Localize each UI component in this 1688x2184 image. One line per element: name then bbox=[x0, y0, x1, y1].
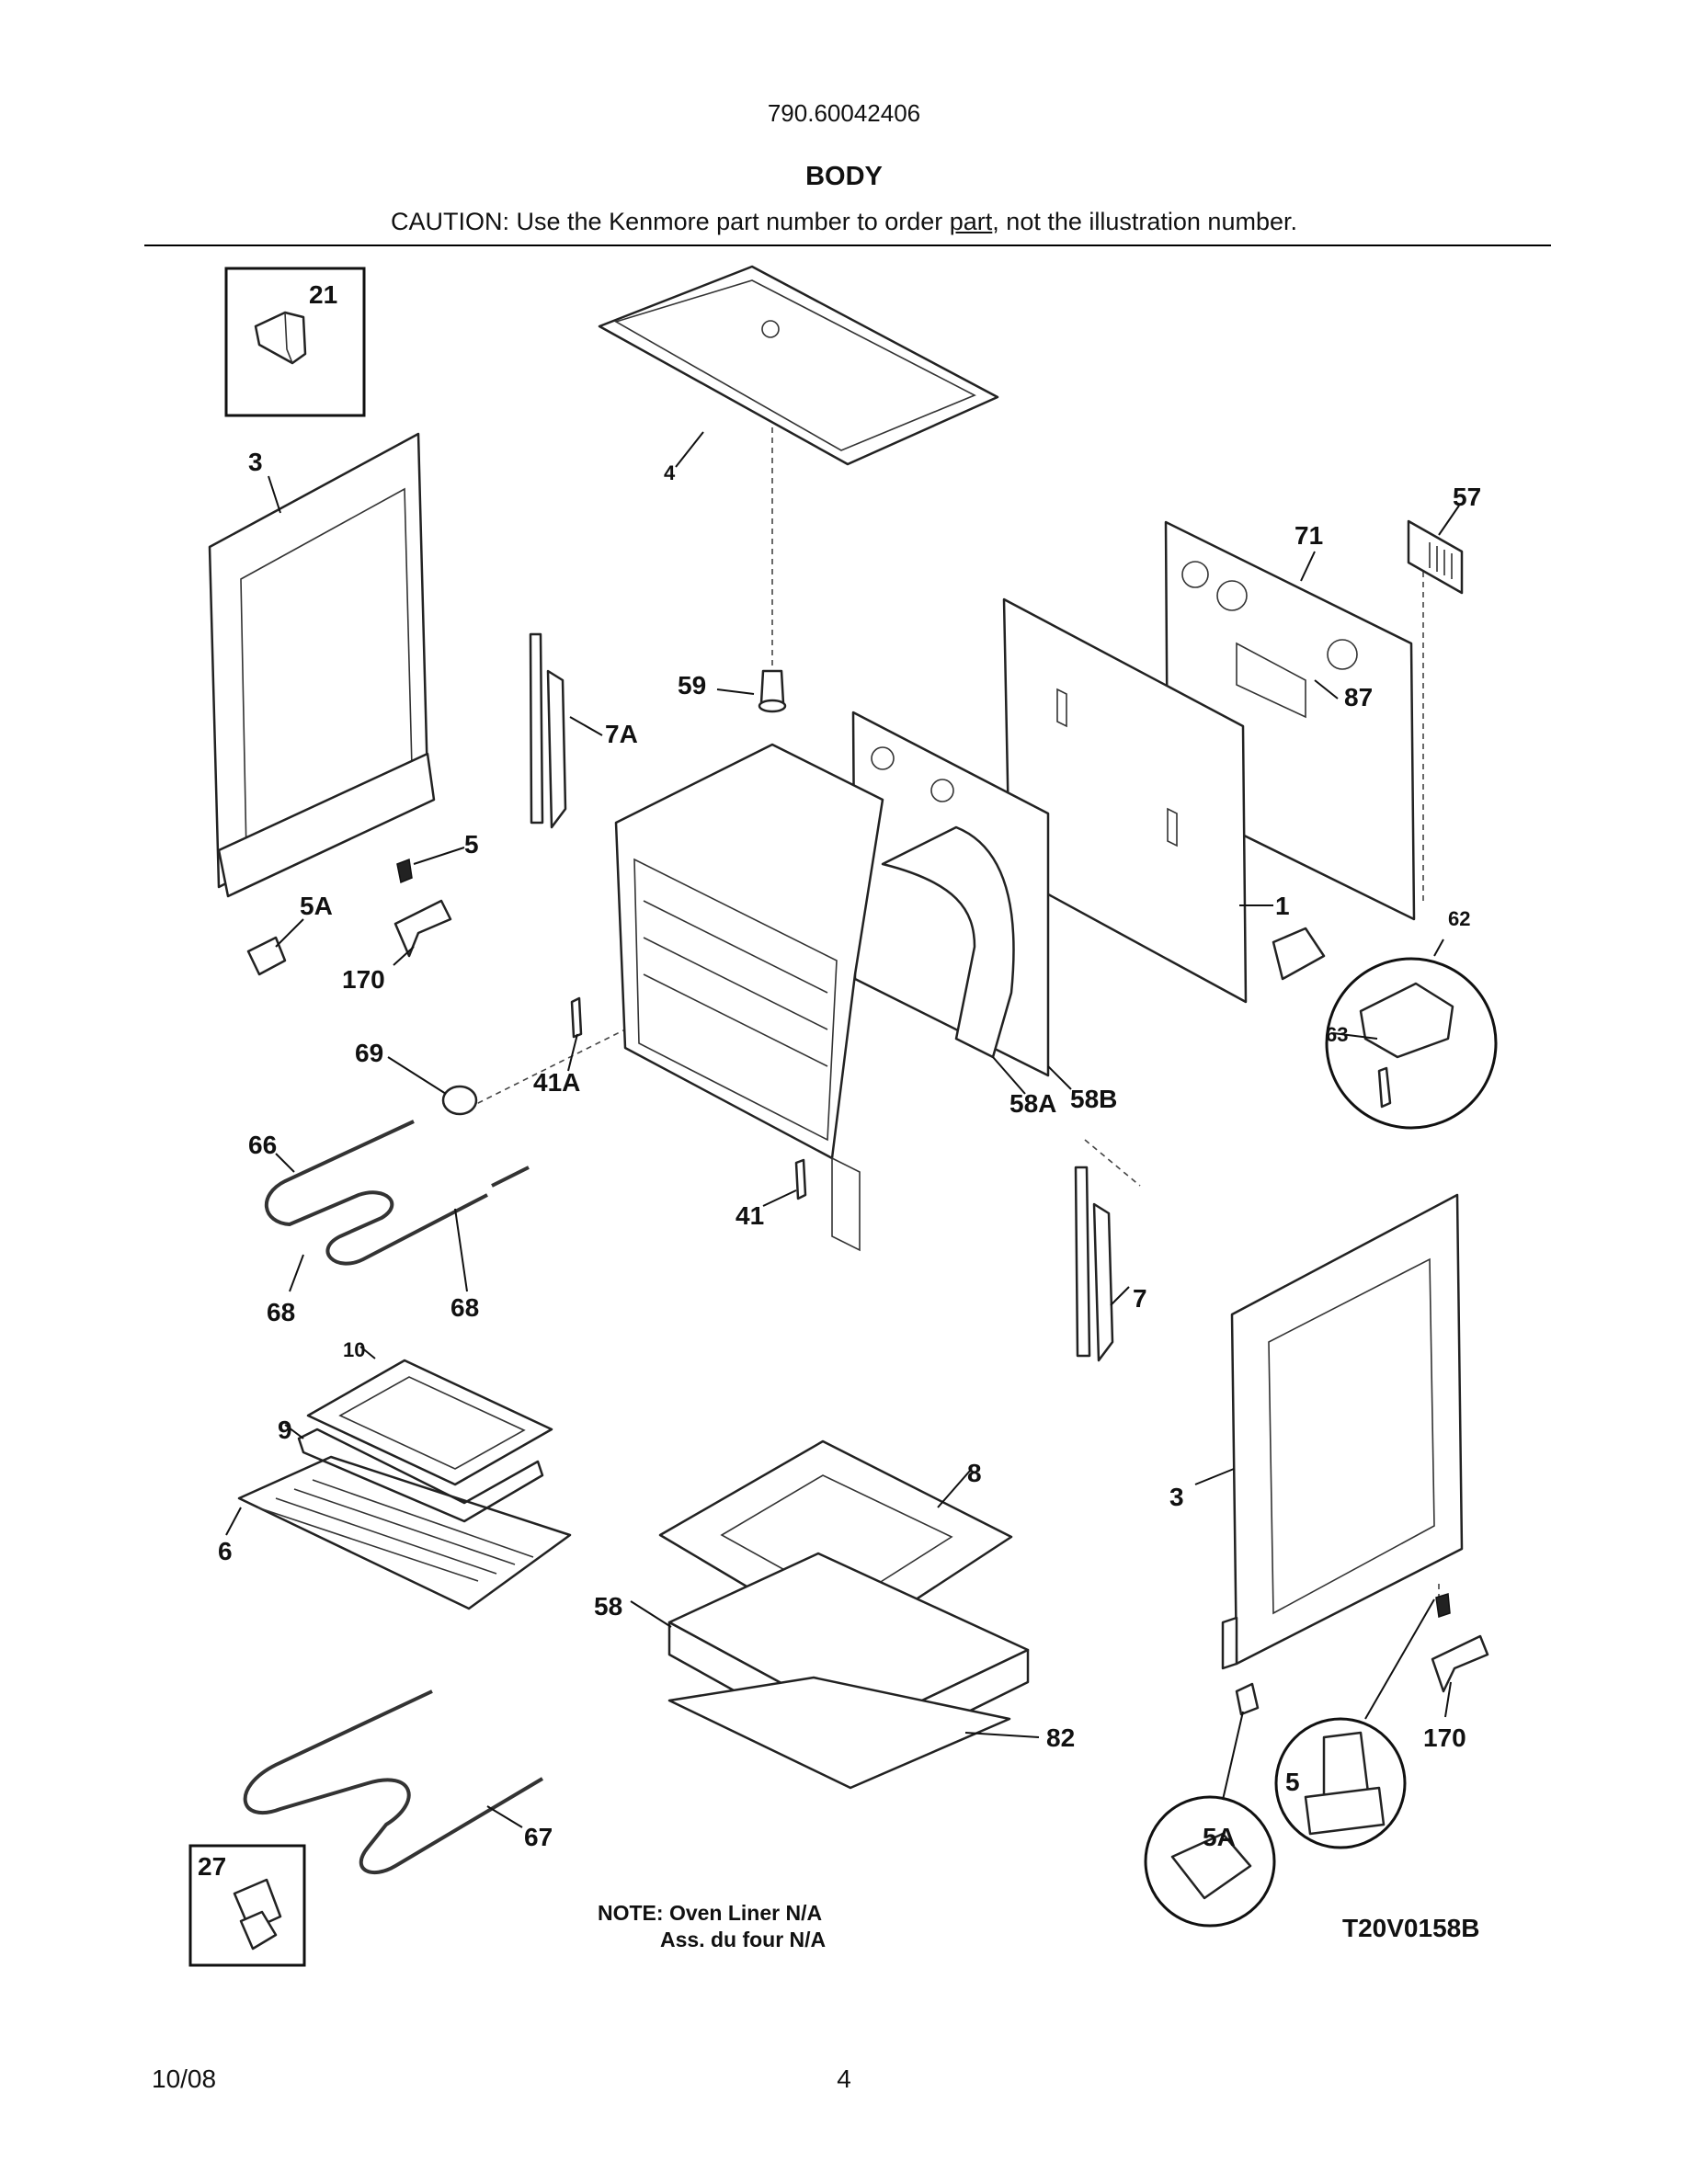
callout-8: 8 bbox=[967, 1459, 982, 1487]
callout-69: 69 bbox=[355, 1039, 383, 1067]
callout-1: 1 bbox=[1275, 892, 1290, 920]
callout-7: 7 bbox=[1133, 1284, 1147, 1313]
part-57-vent bbox=[1407, 519, 1464, 595]
callout-labels: 21 3 4 57 71 87 59 7A 5 5A 170 1 62 63 6… bbox=[198, 280, 1481, 1881]
callout-41a: 41A bbox=[533, 1068, 580, 1097]
part-82-bottom-shield bbox=[667, 1676, 1011, 1790]
callout-58a: 58A bbox=[1009, 1089, 1056, 1118]
callout-82: 82 bbox=[1046, 1723, 1075, 1752]
callout-58b: 58B bbox=[1070, 1085, 1117, 1113]
callout-3-left: 3 bbox=[248, 448, 263, 476]
callout-58: 58 bbox=[594, 1592, 622, 1621]
caution-text-start: CAUTION: Use the Kenmore part number to … bbox=[391, 208, 950, 235]
part-67-bake-element bbox=[243, 1689, 544, 1875]
part-9-broil-pan bbox=[297, 1428, 544, 1523]
note-oven-liner-french: Ass. du four N/A bbox=[660, 1928, 827, 1951]
callout-87: 87 bbox=[1344, 683, 1373, 711]
section-title: BODY bbox=[805, 162, 883, 191]
note-oven-liner: NOTE: Oven Liner N/A bbox=[598, 1901, 823, 1925]
part-7-hinge bbox=[1074, 1166, 1114, 1362]
callout-41: 41 bbox=[736, 1201, 764, 1230]
callout-5a-left: 5A bbox=[300, 892, 333, 920]
part-27-inset-box bbox=[188, 1844, 306, 1967]
part-59-plug bbox=[758, 669, 787, 713]
callout-71: 71 bbox=[1295, 521, 1323, 550]
part-41-clip bbox=[794, 1158, 807, 1200]
callout-170-left: 170 bbox=[342, 965, 385, 994]
header-rule bbox=[144, 245, 1551, 246]
callout-57: 57 bbox=[1453, 483, 1481, 511]
part-5-leveling-leg-left bbox=[396, 858, 413, 884]
callout-4: 4 bbox=[664, 461, 676, 484]
callout-67: 67 bbox=[524, 1823, 553, 1851]
part-7a-hinge bbox=[529, 632, 567, 829]
footer-date: 10/08 bbox=[152, 2065, 217, 2093]
part-62-terminal-block bbox=[1272, 927, 1326, 981]
part-69-lamp-lens bbox=[441, 1085, 478, 1116]
part-4-top-panel bbox=[598, 265, 999, 466]
callout-68-right: 68 bbox=[451, 1293, 479, 1322]
model-number: 790.60042406 bbox=[767, 99, 921, 127]
part-66-broil-element bbox=[265, 1120, 530, 1266]
callout-68-left: 68 bbox=[267, 1298, 295, 1326]
part-170-bracket-left bbox=[393, 899, 452, 958]
callout-21: 21 bbox=[309, 280, 337, 309]
callout-63: 63 bbox=[1326, 1023, 1348, 1046]
part-3-right-side-panel bbox=[1221, 1193, 1464, 1670]
part-21-inset-box bbox=[224, 267, 366, 417]
page-number: 4 bbox=[837, 2065, 851, 2093]
caution-text: CAUTION: Use the Kenmore part number to … bbox=[0, 208, 1688, 236]
part-3-left-side-panel bbox=[208, 432, 436, 898]
callout-62: 62 bbox=[1448, 907, 1470, 930]
callout-5-right: 5 bbox=[1285, 1768, 1300, 1796]
drawing-code: T20V0158B bbox=[1342, 1914, 1480, 1942]
callout-59: 59 bbox=[678, 671, 706, 700]
callout-9: 9 bbox=[278, 1416, 292, 1444]
caution-underlined-word: part bbox=[949, 208, 993, 235]
part-1-back-panel bbox=[1002, 597, 1248, 1004]
callout-170-right: 170 bbox=[1423, 1723, 1466, 1752]
oven-cavity-body bbox=[614, 743, 884, 1252]
part-62-inset-circle bbox=[1325, 957, 1498, 1130]
callout-10: 10 bbox=[343, 1338, 365, 1361]
part-5a-bracket-right bbox=[1144, 1682, 1276, 1928]
callout-66: 66 bbox=[248, 1131, 277, 1159]
callout-5a-right: 5A bbox=[1203, 1823, 1236, 1851]
callout-6: 6 bbox=[218, 1537, 233, 1565]
callout-leader-lines bbox=[225, 431, 1460, 1828]
callout-7a: 7A bbox=[605, 720, 638, 748]
part-10-broil-pan-insert bbox=[306, 1359, 553, 1486]
caution-text-end: , not the illustration number. bbox=[992, 208, 1297, 235]
part-170-bracket-right bbox=[1431, 1634, 1489, 1693]
callout-5-left: 5 bbox=[464, 830, 479, 859]
part-5-leveling-leg-right bbox=[1274, 1593, 1451, 1849]
callout-3-right: 3 bbox=[1169, 1483, 1184, 1511]
part-6-oven-rack bbox=[237, 1455, 572, 1610]
callout-27: 27 bbox=[198, 1852, 226, 1881]
part-41a-clip bbox=[570, 996, 583, 1039]
